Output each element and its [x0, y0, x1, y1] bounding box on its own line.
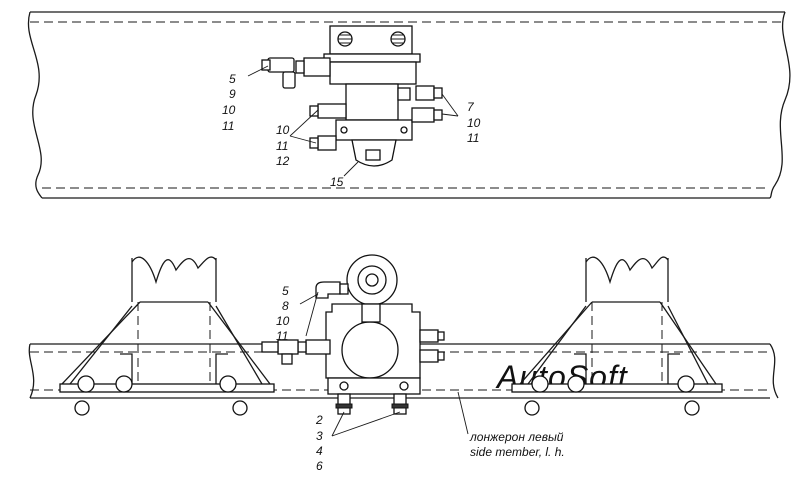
side-view-left-bracket [59, 256, 275, 416]
top-view-leaders [247, 65, 459, 177]
callout-top-10b: 10 [276, 123, 290, 137]
top-view-side-member [27, 11, 791, 199]
side-view-leaders [299, 291, 469, 437]
callout-side-4: 4 [316, 444, 323, 458]
callout-side-2: 2 [315, 413, 323, 427]
callout-top-12: 12 [276, 154, 290, 168]
callout-top-15: 15 [330, 175, 344, 189]
side-view-valve [261, 254, 445, 415]
callout-side-11: 11 [276, 329, 288, 343]
callout-top-10c: 10 [467, 116, 481, 130]
callout-top-7: 7 [467, 100, 475, 114]
caption-russian: лонжерон левый [469, 430, 564, 444]
callout-side-5: 5 [282, 284, 289, 298]
callout-top-5: 5 [229, 72, 236, 86]
callout-side-6: 6 [316, 459, 323, 473]
callout-top-10a: 10 [222, 103, 236, 117]
callout-side-3: 3 [316, 429, 323, 443]
top-view-valve [261, 25, 443, 167]
callout-top-9: 9 [229, 87, 236, 101]
callout-top-11b: 11 [276, 139, 288, 153]
callout-side-8: 8 [282, 299, 289, 313]
callout-side-10: 10 [276, 314, 290, 328]
callout-top-11a: 11 [222, 119, 234, 133]
caption-english: side member, l. h. [470, 445, 565, 459]
side-view-right-bracket [511, 256, 723, 416]
callout-top-11c: 11 [467, 131, 479, 145]
